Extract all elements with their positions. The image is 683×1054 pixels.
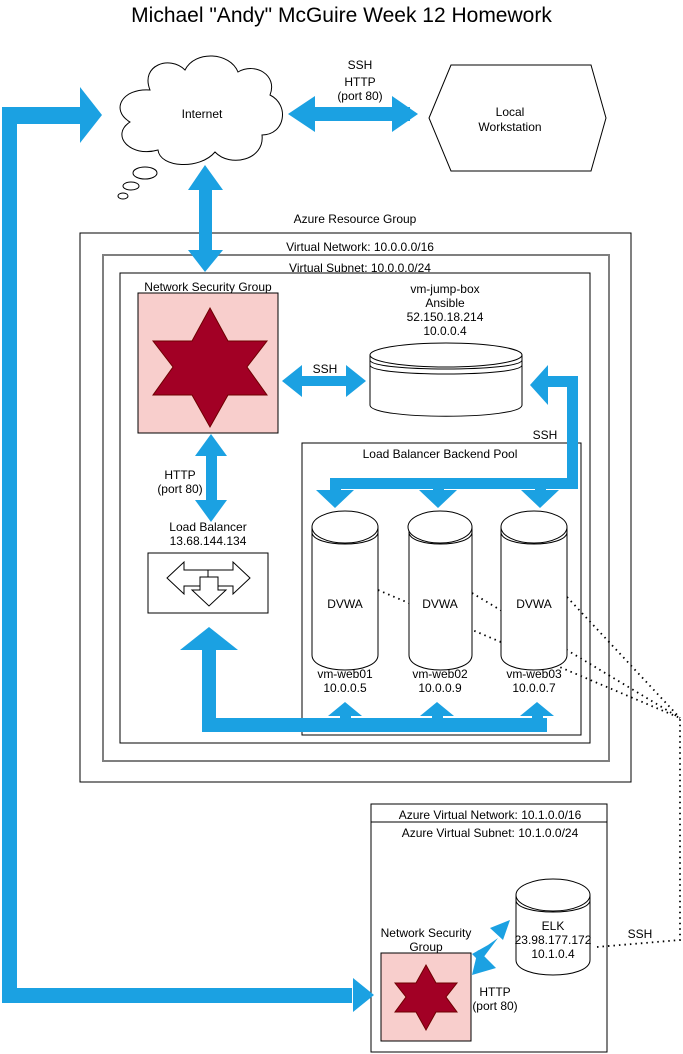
nsg-lb-http: HTTP <box>164 468 196 482</box>
virtual-subnet-box <box>119 272 591 744</box>
web02-ip: 10.0.0.9 <box>418 681 462 695</box>
elk-vnet-label: Azure Virtual Network: 10.1.0.0/16 <box>398 808 582 822</box>
internet-cloud-icon <box>117 55 283 200</box>
internet-workstation-arrow <box>288 96 418 132</box>
jumpbox-name: vm-jump-box <box>410 282 480 296</box>
internet-label: Internet <box>181 107 223 121</box>
elk-nsg-label-line2: Group <box>409 940 443 954</box>
web03-ip: 10.0.0.7 <box>512 681 556 695</box>
elk-ssh-dotted-lines <box>377 589 681 948</box>
nsg-lb-port: (port 80) <box>157 482 203 496</box>
internet-link-http: HTTP <box>344 75 376 89</box>
nsg-label: Network Security Group <box>144 280 272 294</box>
subnet-label: Virtual Subnet: 10.0.0.0/24 <box>289 261 431 275</box>
jumpbox-role: Ansible <box>425 296 465 310</box>
jumpbox-pool-arrow <box>316 365 578 508</box>
elk-link-port: (port 80) <box>472 999 518 1013</box>
workstation-label-line1: Local <box>495 105 525 119</box>
web01-app: DVWA <box>327 597 363 611</box>
jumpbox-pool-ssh-label: SSH <box>532 428 558 442</box>
elk-ssh-label: SSH <box>627 927 653 941</box>
elknsg-elk-arrow <box>472 920 510 975</box>
virtual-network-box <box>102 254 610 762</box>
elk-nsg-star-icon <box>393 963 459 1032</box>
web01-ip: 10.0.0.5 <box>323 681 367 695</box>
nsg-jumpbox-arrow <box>282 365 366 397</box>
elk-link-http: HTTP <box>479 985 511 999</box>
internet-vnet-arrow <box>188 165 223 272</box>
web02-name: vm-web02 <box>412 667 468 681</box>
vm-web03-cylinder-icon <box>500 510 568 671</box>
internet-link-port: (port 80) <box>337 89 383 103</box>
web-cylinders <box>311 510 568 671</box>
web02-app: DVWA <box>422 597 458 611</box>
backend-pool-label: Load Balancer Backend Pool <box>362 447 518 461</box>
azure-resource-group-box <box>79 232 632 783</box>
jumpbox-private-ip: 10.0.0.4 <box>423 324 467 338</box>
jumpbox-database-icon <box>369 342 523 417</box>
nsg-loadbalancer-arrow <box>195 434 227 522</box>
diagram-title: Michael "Andy" McGuire Week 12 Homework <box>131 4 552 27</box>
nsg-jumpbox-ssh-label: SSH <box>312 362 338 376</box>
load-balancer-arrows-icon <box>166 560 251 607</box>
web03-app: DVWA <box>516 597 552 611</box>
web01-name: vm-web01 <box>317 667 373 681</box>
elk-subnet-box <box>370 821 608 1053</box>
load-balancer-ip: 13.68.144.134 <box>169 534 247 548</box>
elk-name: ELK <box>541 919 565 933</box>
workstation-hexagon-icon <box>428 64 607 172</box>
elk-cylinder-icon <box>515 878 591 976</box>
webs-loadbalancer-arrow <box>180 627 554 732</box>
load-balancer-label: Load Balancer <box>169 520 247 534</box>
jumpbox-public-ip: 52.150.18.214 <box>406 310 484 324</box>
elk-private-ip: 10.1.0.4 <box>531 947 575 961</box>
backend-pool-box <box>301 442 582 736</box>
vm-web02-cylinder-icon <box>407 510 473 671</box>
internet-link-ssh: SSH <box>347 58 373 72</box>
nsg-star-icon <box>151 306 269 429</box>
web03-name: vm-web03 <box>506 667 562 681</box>
vm-web01-cylinder-icon <box>311 510 379 671</box>
workstation-label-line2: Workstation <box>478 120 542 134</box>
internet-elk-arrow <box>2 87 374 1012</box>
elk-subnet-label: Azure Virtual Subnet: 10.1.0.0/24 <box>401 826 579 840</box>
elk-public-ip: 23.98.177.172 <box>514 933 592 947</box>
elk-nsg-label-line1: Network Security <box>380 926 472 940</box>
vnet-label: Virtual Network: 10.0.0.0/16 <box>286 240 434 254</box>
resource-group-label: Azure Resource Group <box>293 212 417 226</box>
